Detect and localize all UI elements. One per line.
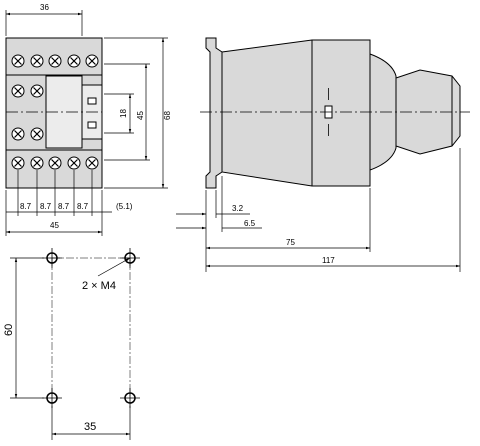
mounting-view: 2 × M4 60 35 — [3, 248, 140, 440]
front-view: 36 68 45 18 8.7 8.7 8.7 8.7 (5.1) 45 — [5, 3, 172, 236]
screw-spec-label: 2 × M4 — [82, 280, 116, 292]
terminal-screw-icon — [11, 54, 25, 68]
dim-pitch-extra: (5.1) — [116, 202, 133, 211]
dim-pitch-3: 8.7 — [58, 202, 70, 211]
dim-front-height: 68 — [163, 111, 172, 120]
terminal-screw-icon — [11, 84, 25, 98]
dim-front-width-bottom: 45 — [50, 221, 59, 230]
terminal-screw-icon — [48, 54, 62, 68]
terminal-screw-icon — [48, 156, 62, 170]
terminal-screw-icon — [67, 156, 81, 170]
side-body — [221, 39, 371, 187]
dim-pitch-1: 8.7 — [20, 202, 32, 211]
dim-front-width-top: 36 — [40, 3, 49, 12]
terminal-screw-icon — [30, 54, 44, 68]
side-view: 3.2 6.5 75 117 — [176, 37, 470, 272]
dim-horizontal-spacing: 35 — [84, 421, 96, 433]
dim-vertical-spacing: 60 — [3, 324, 15, 336]
dim-front-inner-height: 45 — [136, 111, 145, 120]
dim-rail-width: 6.5 — [244, 219, 256, 228]
terminal-screw-icon — [30, 84, 44, 98]
terminal-screw-icon — [11, 127, 25, 141]
terminal-screw-icon — [85, 54, 99, 68]
mounting-hole-icon — [42, 388, 62, 408]
terminal-screw-icon — [67, 54, 81, 68]
terminal-screw-icon — [30, 127, 44, 141]
dim-front-center-height: 18 — [119, 109, 128, 118]
dim-rail-offset: 3.2 — [232, 204, 244, 213]
dim-depth-body: 75 — [286, 238, 295, 247]
rail-clip — [205, 37, 223, 189]
dim-pitch-4: 8.7 — [77, 202, 89, 211]
mounting-hole-icon — [120, 388, 140, 408]
dim-pitch-2: 8.7 — [40, 202, 52, 211]
terminal-screw-icon — [85, 156, 99, 170]
terminal-screw-icon — [30, 156, 44, 170]
dim-depth-total: 117 — [322, 256, 335, 265]
terminal-screw-icon — [11, 156, 25, 170]
